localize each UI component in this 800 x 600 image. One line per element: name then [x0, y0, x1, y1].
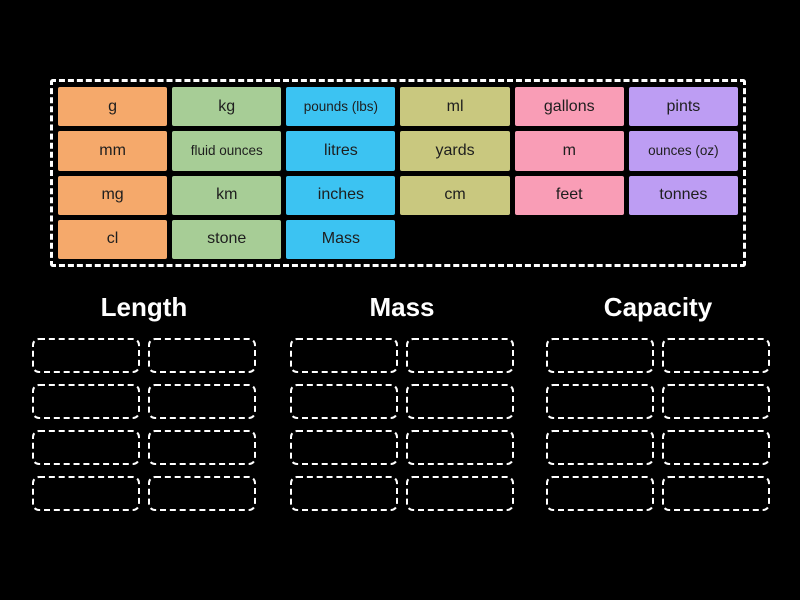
tile-inches[interactable]: inches — [286, 175, 396, 215]
slot-length-2[interactable] — [148, 338, 256, 373]
tile-litres[interactable]: litres — [286, 131, 396, 171]
slot-capacity-3[interactable] — [546, 384, 654, 419]
tile-tonnes[interactable]: tonnes — [628, 175, 738, 215]
tile-m[interactable]: m — [514, 131, 624, 171]
tile-mg[interactable]: mg — [58, 175, 168, 215]
tile-pounds-lbs[interactable]: pounds (lbs) — [286, 87, 396, 127]
group-length: Length — [32, 292, 256, 511]
slot-length-3[interactable] — [32, 384, 140, 419]
slot-length-6[interactable] — [148, 430, 256, 465]
slot-capacity-7[interactable] — [546, 476, 654, 511]
slot-mass-5[interactable] — [290, 430, 398, 465]
tile-g[interactable]: g — [58, 87, 168, 127]
tile-gallons[interactable]: gallons — [514, 87, 624, 127]
slot-capacity-4[interactable] — [662, 384, 770, 419]
slot-length-5[interactable] — [32, 430, 140, 465]
slot-length-7[interactable] — [32, 476, 140, 511]
tile-ounces-oz[interactable]: ounces (oz) — [628, 131, 738, 171]
group-mass: Mass — [290, 292, 514, 511]
slot-capacity-2[interactable] — [662, 338, 770, 373]
tile-feet[interactable]: feet — [514, 175, 624, 215]
slot-mass-3[interactable] — [290, 384, 398, 419]
group-length-slots — [32, 338, 256, 511]
slot-length-4[interactable] — [148, 384, 256, 419]
tile-kg[interactable]: kg — [172, 87, 282, 127]
slot-mass-2[interactable] — [406, 338, 514, 373]
slot-capacity-1[interactable] — [546, 338, 654, 373]
slot-mass-7[interactable] — [290, 476, 398, 511]
tile-mm[interactable]: mm — [58, 131, 168, 171]
slot-mass-1[interactable] — [290, 338, 398, 373]
tile-cl[interactable]: cl — [58, 219, 168, 259]
slot-length-8[interactable] — [148, 476, 256, 511]
tile-ml[interactable]: ml — [400, 87, 510, 127]
slot-mass-4[interactable] — [406, 384, 514, 419]
slot-mass-8[interactable] — [406, 476, 514, 511]
slot-length-1[interactable] — [32, 338, 140, 373]
slot-capacity-6[interactable] — [662, 430, 770, 465]
group-length-title: Length — [100, 292, 188, 322]
tile-cm[interactable]: cm — [400, 175, 510, 215]
tile-km[interactable]: km — [172, 175, 282, 215]
slot-capacity-8[interactable] — [662, 476, 770, 511]
group-capacity: Capacity — [546, 292, 770, 511]
group-mass-slots — [290, 338, 514, 511]
tile-yards[interactable]: yards — [400, 131, 510, 171]
group-capacity-title: Capacity — [603, 292, 713, 322]
slot-capacity-5[interactable] — [546, 430, 654, 465]
tile-pints[interactable]: pints — [628, 87, 738, 127]
tile-fluid-ounces[interactable]: fluid ounces — [172, 131, 282, 171]
tile-mass[interactable]: Mass — [286, 219, 396, 259]
group-capacity-slots — [546, 338, 770, 511]
group-mass-title: Mass — [369, 292, 435, 322]
tile-stone[interactable]: stone — [172, 219, 282, 259]
slot-mass-6[interactable] — [406, 430, 514, 465]
